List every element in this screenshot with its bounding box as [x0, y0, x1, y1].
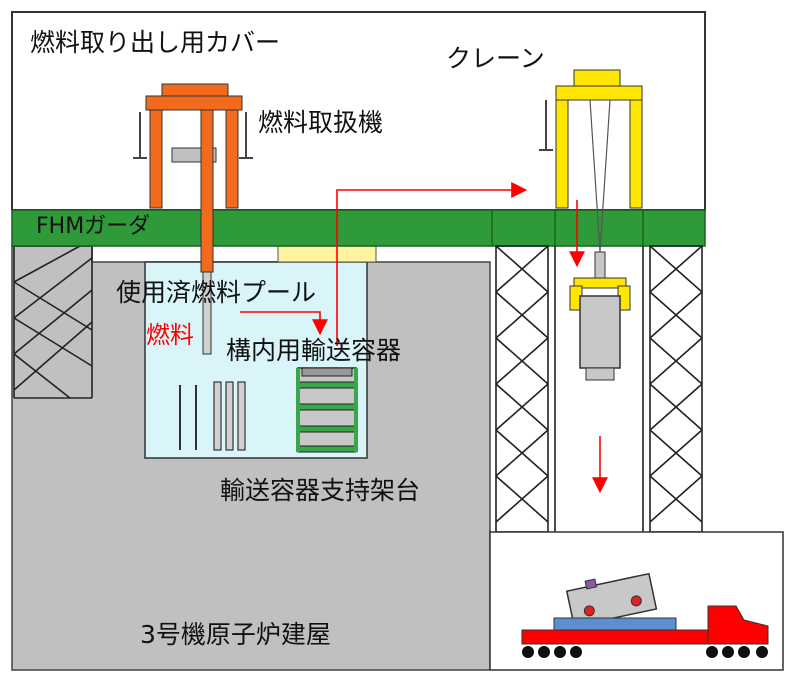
flow-arrows [240, 182, 608, 494]
fuel-removal-cover [11, 11, 706, 211]
trailer-truck-icon [521, 572, 769, 658]
right-truss-left [495, 245, 549, 533]
transport-container-icon [296, 367, 358, 453]
transport-container-label: 構内用輸送容器 [226, 336, 402, 365]
crane-label: クレーン [446, 44, 545, 73]
cover-label: 燃料取り出し用カバー [30, 28, 281, 57]
left-truss [13, 245, 93, 399]
fhm-girder-label: FHMガーダ [36, 214, 151, 239]
fhm-girder [11, 209, 706, 247]
spent-fuel-pool-label: 使用済燃料プール [116, 278, 317, 307]
fuel-racks [179, 381, 246, 451]
reactor-building-label: 3号機原子炉建屋 [140, 620, 331, 649]
right-truss-right [649, 245, 703, 533]
fuel-label: 燃料 [146, 321, 194, 349]
fuel-handling-machine-icon [133, 83, 253, 355]
container-support-stand-label: 輸送容器支持架台 [220, 476, 421, 505]
crane-icon [539, 69, 643, 381]
fuel-handling-machine-label: 燃料取扱機 [258, 108, 384, 137]
